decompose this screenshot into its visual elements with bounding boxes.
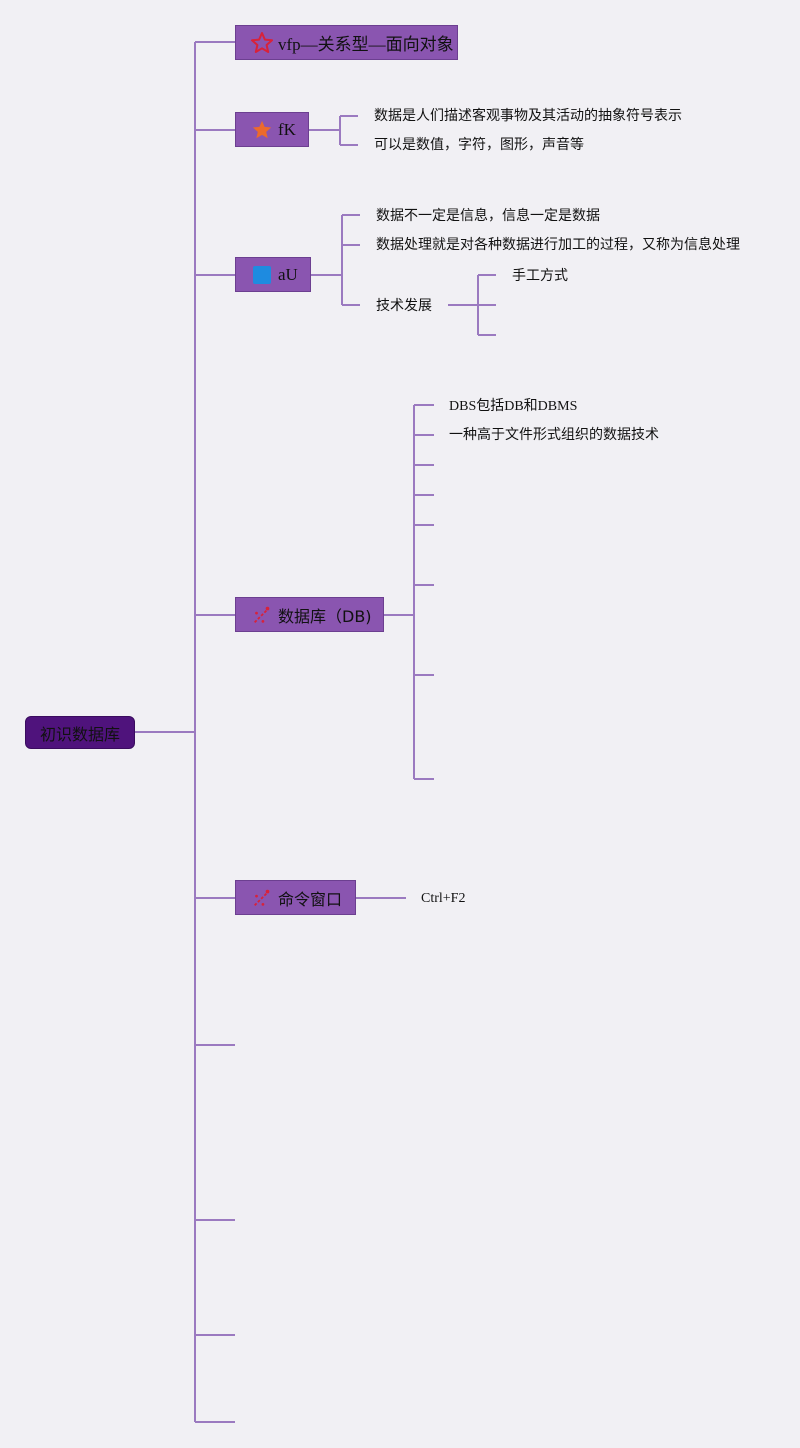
star-outline-icon: [250, 31, 274, 55]
topic-label: aU: [278, 264, 298, 284]
subtopic[interactable]: 一种高于文件形式组织的数据技术: [449, 427, 659, 443]
topic-au[interactable]: aU: [235, 257, 311, 292]
subtopic[interactable]: 数据不一定是信息，信息一定是数据: [376, 208, 600, 224]
subtopic[interactable]: DBS包括DB和DBMS: [449, 397, 577, 416]
subtopic[interactable]: 数据是人们描述客观事物及其活动的抽象符号表示: [374, 108, 682, 124]
subtopic-shortcut[interactable]: Ctrl+F2: [421, 891, 466, 906]
sparkle-wand-icon: [250, 886, 274, 910]
subtopic[interactable]: 手工方式: [512, 268, 568, 284]
topic-label: vfp—关系型—面向对象: [278, 35, 454, 54]
topic-label: 数据库（DB): [278, 606, 372, 626]
topic-database[interactable]: 数据库（DB): [235, 597, 384, 632]
subtopic-text: DBS包括DB和DBMS: [449, 399, 578, 414]
subtopic[interactable]: 数据处理就是对各种数据进行加工的过程，又称为信息处理: [376, 237, 740, 253]
topic-label: 命令窗口: [278, 889, 343, 909]
subtopic-tech-development[interactable]: 技术发展: [376, 298, 432, 314]
topic-command-window[interactable]: 命令窗口: [235, 880, 356, 915]
topic-vfp[interactable]: vfp—关系型—面向对象: [235, 25, 458, 60]
root-node[interactable]: 初识数据库: [25, 716, 135, 749]
sparkle-wand-icon: [250, 603, 274, 627]
topic-label: fK: [278, 119, 296, 139]
topic-fk[interactable]: fK: [235, 112, 309, 147]
blue-square-icon: [250, 263, 274, 287]
star-filled-icon: [250, 118, 274, 142]
root-label: 初识数据库: [39, 724, 120, 744]
subtopic[interactable]: 可以是数值，字符，图形，声音等: [374, 137, 584, 153]
